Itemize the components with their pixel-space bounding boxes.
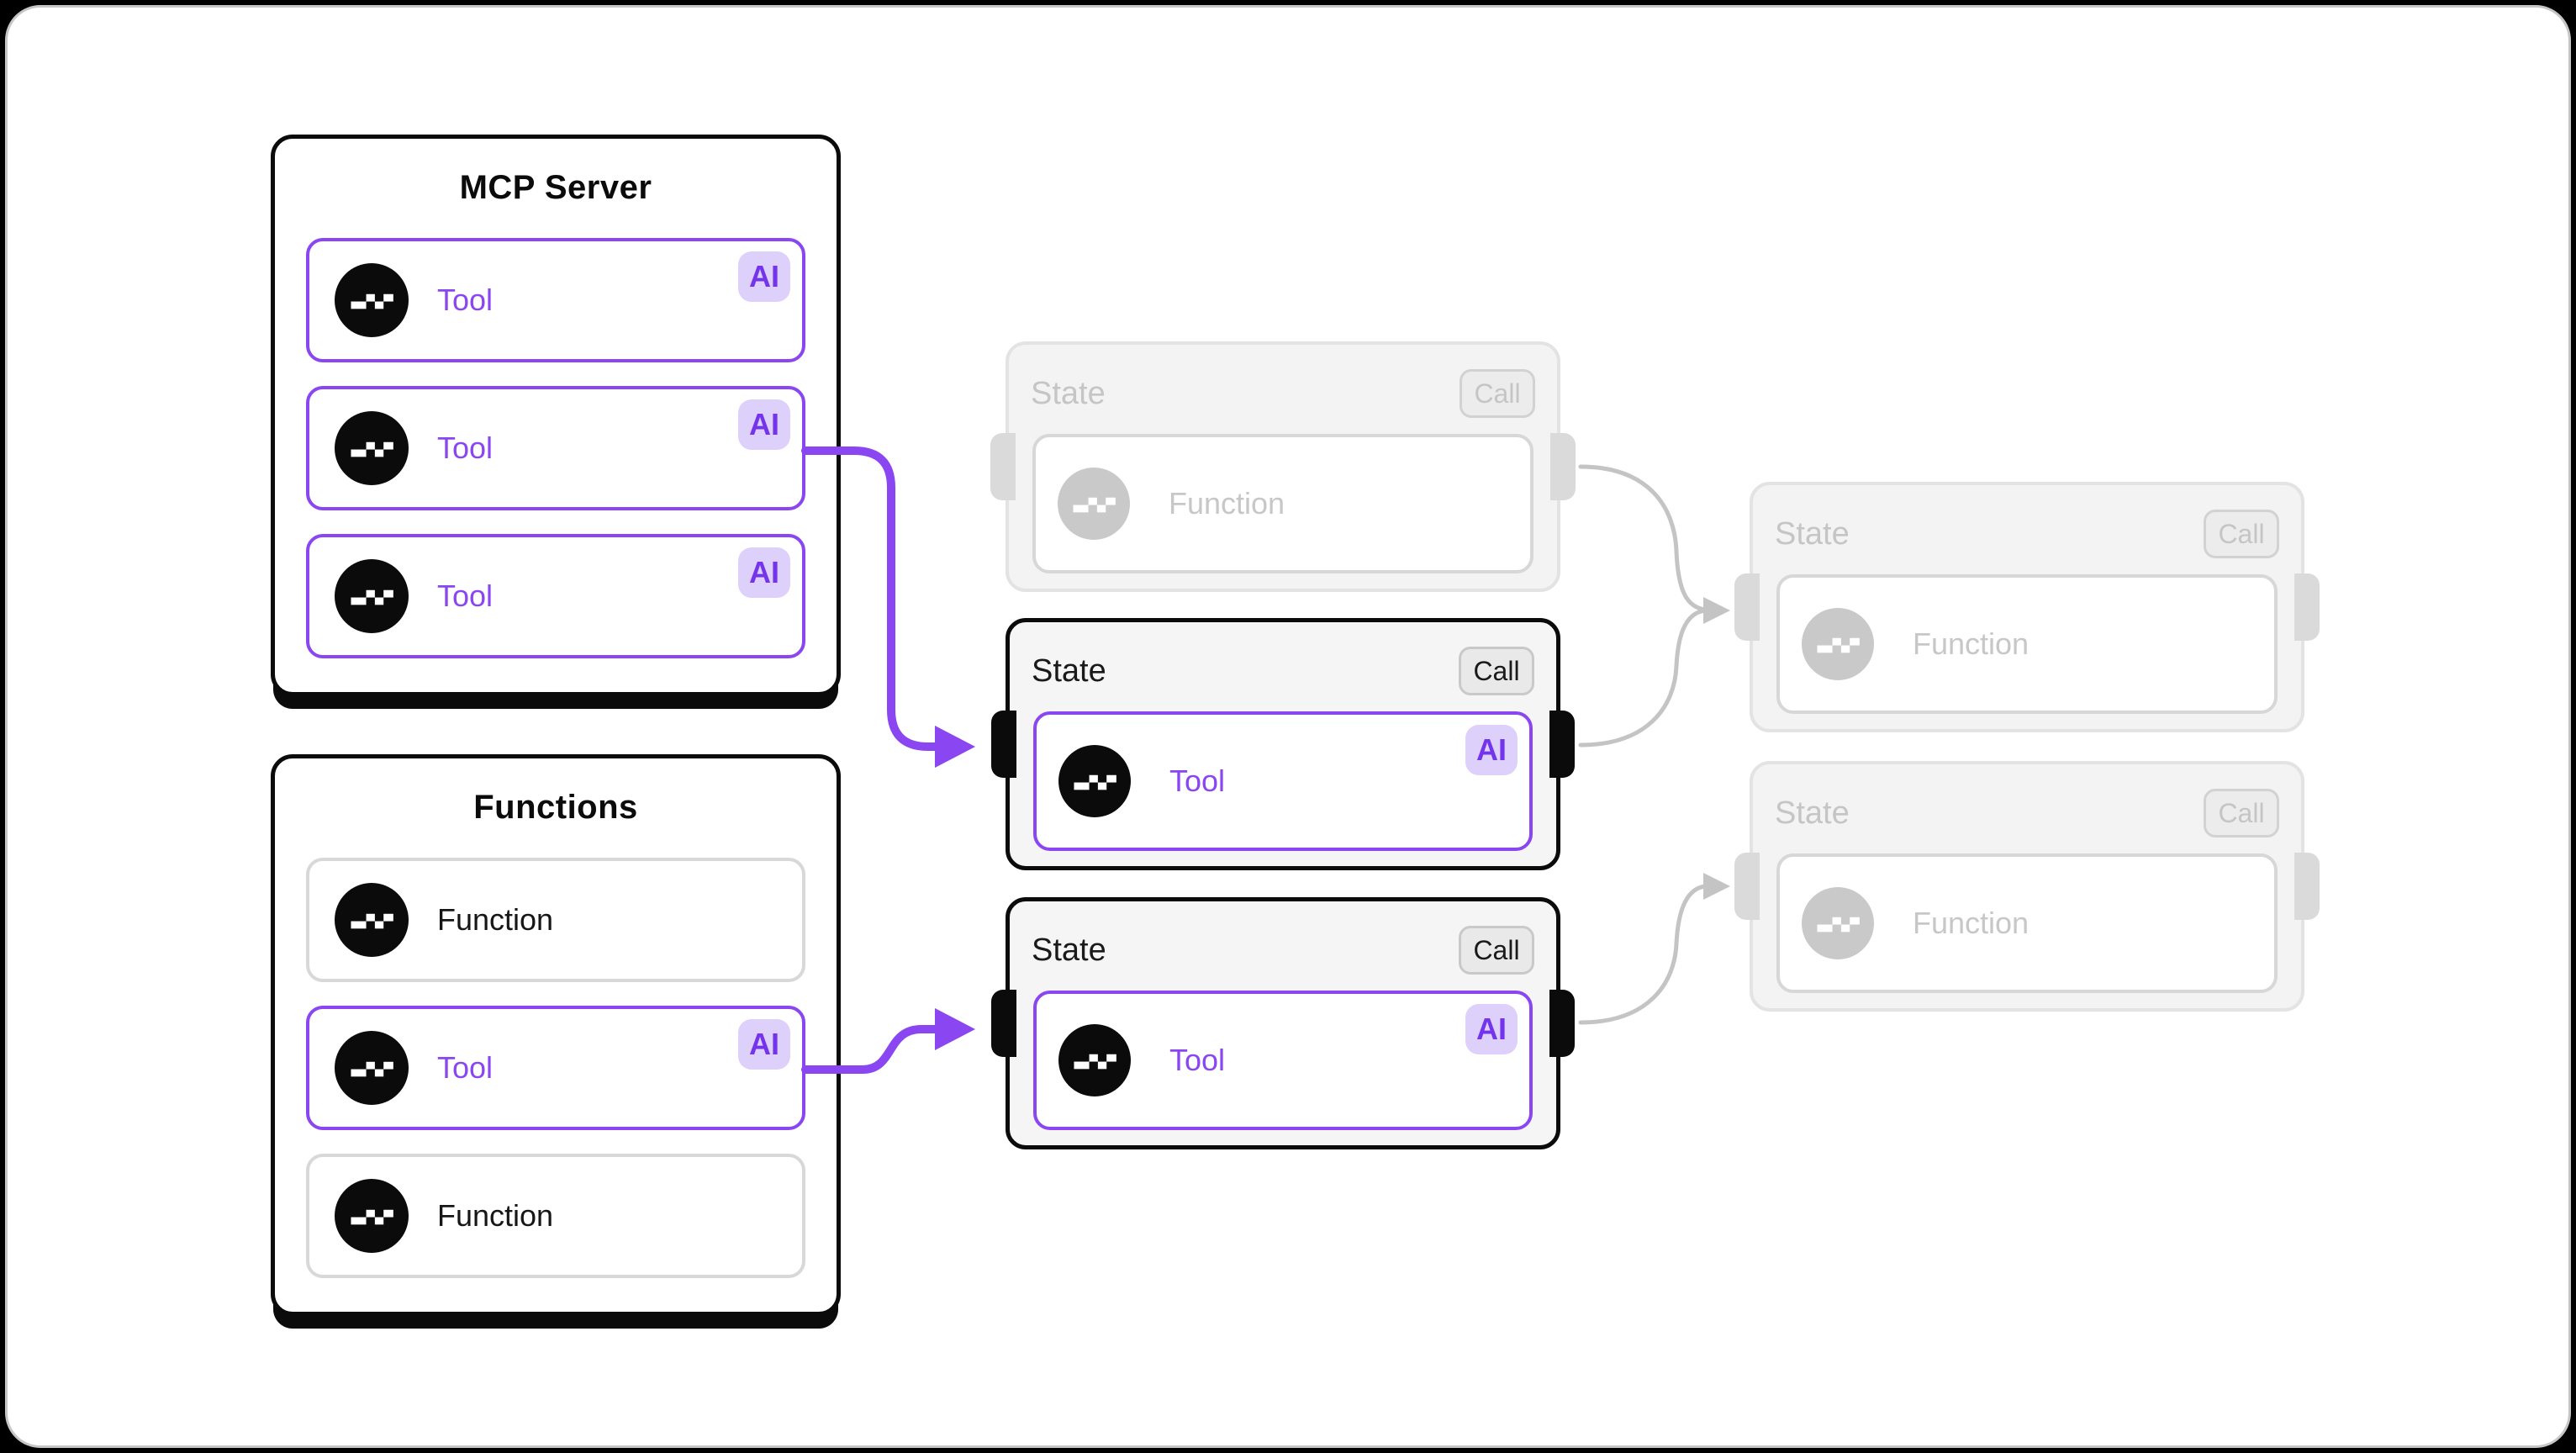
mcp-tool-item-1[interactable]: Tool AI <box>306 238 805 362</box>
state-node-tool-2[interactable]: State Call Tool AI <box>991 897 1575 1149</box>
functions-panel[interactable]: Functions Function Tool AI Function <box>271 754 841 1316</box>
call-button[interactable]: Call <box>1459 647 1534 695</box>
call-button[interactable]: Call <box>2204 789 2279 837</box>
input-handle[interactable] <box>1734 573 1760 641</box>
card-label: Function <box>1169 486 1285 520</box>
state-node-downstream-inactive-1[interactable]: State Call Function <box>1734 482 2320 732</box>
state-label: State <box>1032 653 1106 689</box>
state-label: State <box>1775 515 1850 552</box>
node-header: State Call <box>1032 925 1534 975</box>
squiggle-icon <box>1058 745 1131 817</box>
ai-badge: AI <box>738 399 790 450</box>
squiggle-icon <box>1058 468 1130 540</box>
function-card[interactable]: Function <box>1032 434 1533 573</box>
ai-badge: AI <box>738 1019 790 1070</box>
ai-badge: AI <box>738 251 790 302</box>
mcp-tool-item-3[interactable]: Tool AI <box>306 534 805 658</box>
node-header: State Call <box>1031 368 1535 419</box>
ai-badge: AI <box>1465 725 1518 775</box>
item-label: Function <box>437 902 554 937</box>
item-label: Tool <box>437 1050 494 1085</box>
function-item-2[interactable]: Function <box>306 1154 805 1278</box>
call-button[interactable]: Call <box>1460 369 1535 418</box>
mcp-tool-item-2[interactable]: Tool AI <box>306 386 805 510</box>
squiggle-icon <box>335 263 409 337</box>
squiggle-icon <box>1058 1024 1131 1096</box>
card-label: Function <box>1913 906 2030 940</box>
output-handle[interactable] <box>2294 573 2320 641</box>
squiggle-icon <box>1802 887 1874 959</box>
node-header: State Call <box>1775 788 2279 838</box>
function-card[interactable]: Function <box>1776 853 2278 993</box>
squiggle-icon <box>335 559 409 633</box>
function-item-1[interactable]: Function <box>306 858 805 982</box>
ai-badge: AI <box>738 547 790 598</box>
card-label: Tool <box>1169 763 1226 798</box>
state-node-upstream-inactive[interactable]: State Call Function <box>990 341 1576 592</box>
node-header: State Call <box>1775 509 2279 559</box>
functions-tool-item[interactable]: Tool AI <box>306 1006 805 1130</box>
input-handle[interactable] <box>991 990 1016 1057</box>
state-node-downstream-inactive-2[interactable]: State Call Function <box>1734 761 2320 1012</box>
state-label: State <box>1775 795 1850 831</box>
card-label: Function <box>1913 626 2030 661</box>
output-handle[interactable] <box>2294 853 2320 920</box>
call-button[interactable]: Call <box>2204 510 2279 558</box>
squiggle-icon <box>335 1031 409 1105</box>
state-label: State <box>1032 932 1106 968</box>
panel-title: Functions <box>473 789 638 826</box>
tool-card[interactable]: Tool AI <box>1033 711 1533 851</box>
panel-title: MCP Server <box>459 169 652 206</box>
squiggle-icon <box>1802 608 1874 680</box>
output-handle[interactable] <box>1549 711 1575 778</box>
squiggle-icon <box>335 411 409 485</box>
function-card[interactable]: Function <box>1776 574 2278 714</box>
squiggle-icon <box>335 1179 409 1253</box>
item-label: Function <box>437 1198 554 1233</box>
card-label: Tool <box>1169 1043 1226 1077</box>
mcp-server-panel[interactable]: MCP Server Tool AI Tool AI Tool AI <box>271 135 841 696</box>
state-label: State <box>1031 375 1106 411</box>
squiggle-icon <box>335 883 409 957</box>
ai-badge: AI <box>1465 1004 1518 1054</box>
output-handle[interactable] <box>1549 990 1575 1057</box>
output-handle[interactable] <box>1550 433 1576 500</box>
input-handle[interactable] <box>990 433 1016 500</box>
input-handle[interactable] <box>991 711 1016 778</box>
call-button[interactable]: Call <box>1459 926 1534 975</box>
tool-card[interactable]: Tool AI <box>1033 991 1533 1130</box>
node-header: State Call <box>1032 646 1534 696</box>
item-label: Tool <box>437 283 494 317</box>
input-handle[interactable] <box>1734 853 1760 920</box>
item-label: Tool <box>437 431 494 465</box>
state-node-tool-1[interactable]: State Call Tool AI <box>991 618 1575 870</box>
item-label: Tool <box>437 579 494 613</box>
